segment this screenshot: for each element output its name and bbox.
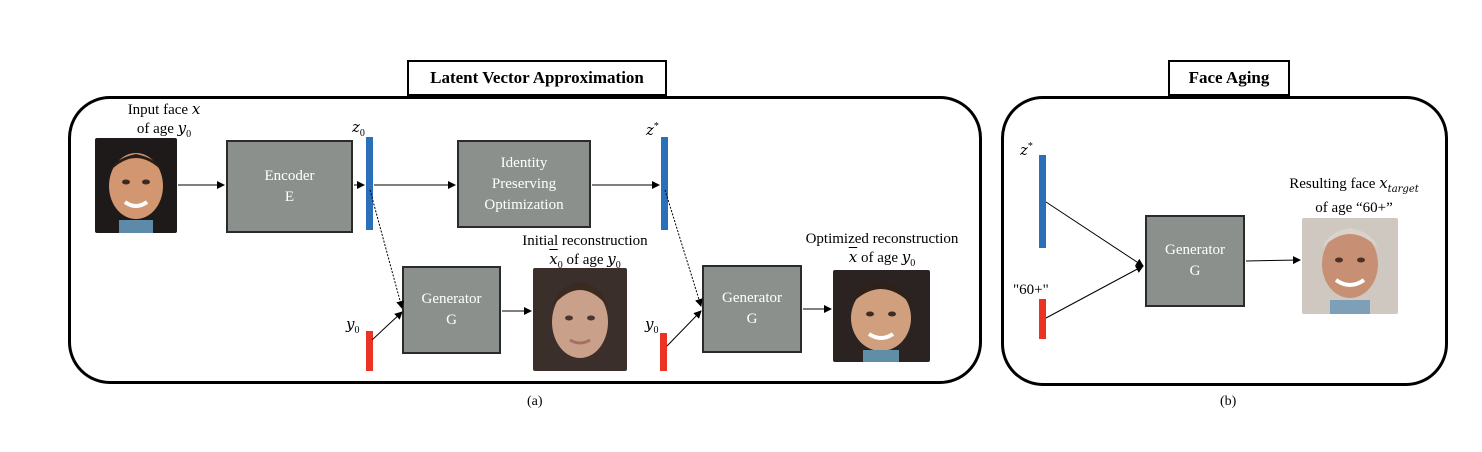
- arrow-y0-to-generator-1: [371, 311, 403, 341]
- y0-label-1: y0: [346, 315, 360, 336]
- panel-b-title: Face Aging: [1168, 60, 1290, 96]
- y0-label-2: y0: [645, 315, 659, 336]
- input-face-image: [95, 138, 177, 233]
- input-var: x: [191, 100, 201, 118]
- generator-block-1: Generator G: [402, 266, 501, 354]
- panel-a-title: Latent Vector Approximation: [407, 60, 667, 96]
- arrow-b-zstar-to-generator: [1045, 201, 1144, 267]
- zstar-label: z*: [646, 121, 659, 139]
- optimized-reconstruction-image: [833, 270, 930, 362]
- y0-age-bar-1: [366, 331, 373, 371]
- panel-b-generator-block: Generator G: [1145, 215, 1245, 307]
- initial-reconstruction-label: Initial reconstruction x0 of age y0: [522, 233, 648, 271]
- z0-latent-bar: [366, 137, 373, 230]
- panel-b-age-bar: [1039, 299, 1046, 339]
- resulting-face-label: Resulting face xtarget of age “60+”: [1289, 174, 1419, 216]
- resulting-face-image: [1302, 218, 1398, 314]
- panel-b-zstar-label: z*: [1020, 141, 1033, 159]
- optimized-reconstruction-label: Optimized reconstruction x of age y0: [805, 231, 959, 269]
- encoder-block: Encoder E: [226, 140, 353, 233]
- z0-label: z0: [352, 118, 365, 139]
- arrow-z0-to-generator-1: [369, 189, 405, 309]
- identity-preserving-optimization-block: Identity Preserving Optimization: [457, 140, 591, 228]
- age-condition-label: "60+": [1013, 282, 1049, 298]
- arrow-b-generator-to-result: [1245, 256, 1301, 265]
- zstar-latent-bar: [661, 137, 668, 230]
- y0-age-bar-2: [660, 333, 667, 371]
- panel-a-caption: (a): [527, 394, 543, 409]
- arrow-y0-to-generator-2: [666, 310, 702, 347]
- panel-b-zstar-bar: [1039, 155, 1046, 248]
- arrow-b-age-to-generator: [1045, 265, 1144, 319]
- initial-reconstruction-image: [533, 268, 627, 371]
- arrow-zstar-to-generator-2: [664, 189, 703, 307]
- panel-b-caption: (b): [1220, 394, 1237, 409]
- generator-block-2: Generator G: [702, 265, 802, 353]
- input-face-label: Input face x of age y0: [127, 100, 201, 140]
